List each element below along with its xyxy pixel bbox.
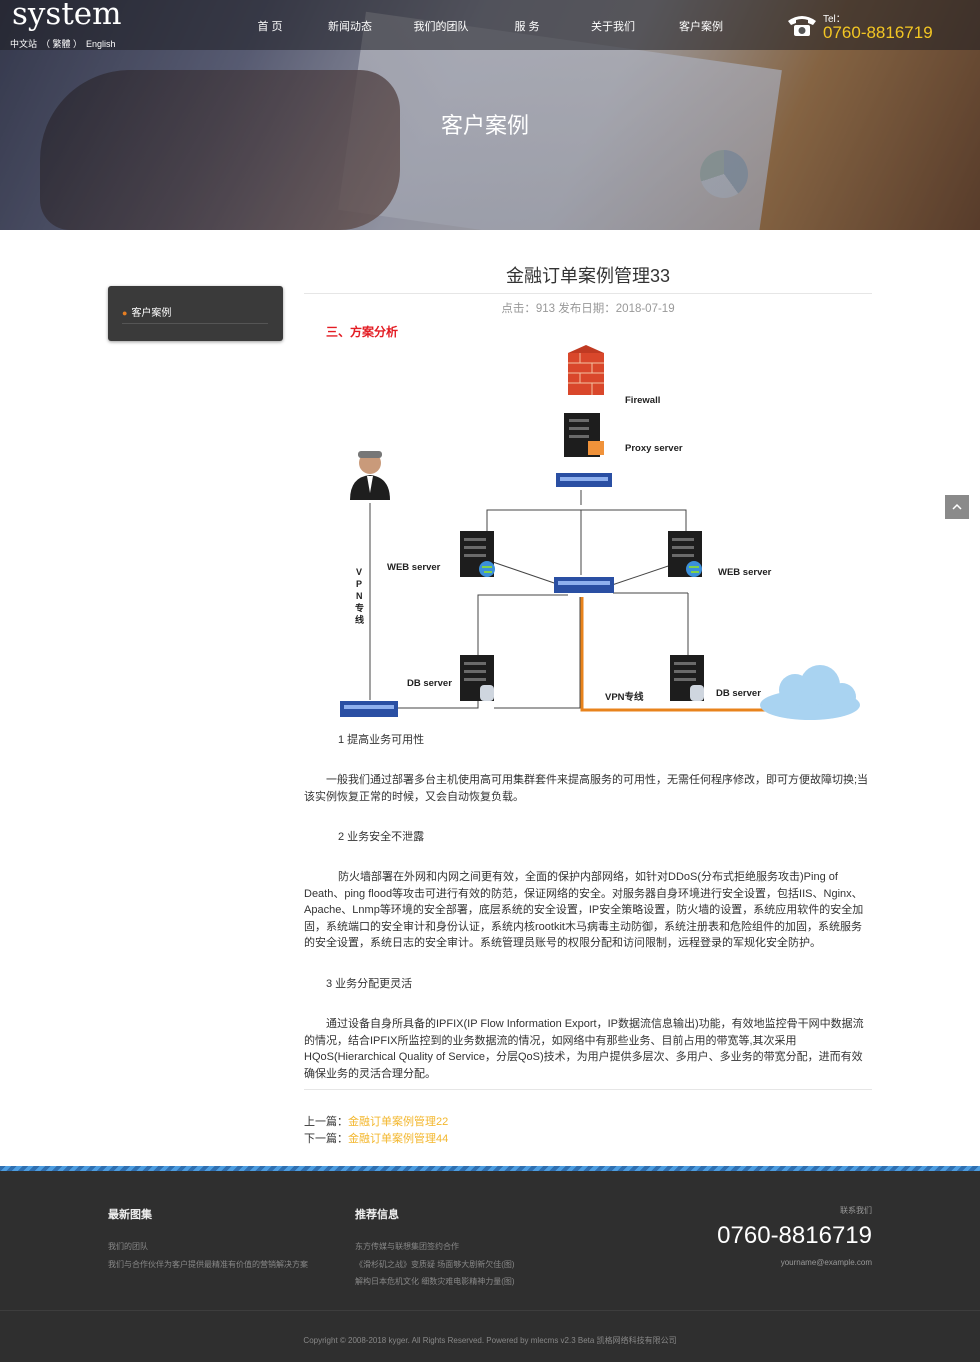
label-proxy: Proxy server	[625, 443, 683, 454]
footer-gallery-title: 最新图集	[108, 1209, 152, 1221]
article-meta: 点击：913 发布日期：2018-07-19	[501, 303, 675, 315]
cloud-icon	[760, 665, 860, 720]
lang-en[interactable]: English	[86, 39, 116, 49]
tel-label: Tel：	[823, 14, 846, 25]
nav-item-services[interactable]: 服 务	[514, 21, 540, 33]
footer-contact-label: 联系我们	[840, 1206, 872, 1215]
web-server-right-icon	[668, 531, 702, 577]
copyright: Copyright © 2008-2018 kyger. All Rights …	[303, 1336, 677, 1345]
nav-item-cases[interactable]: 客户案例	[679, 21, 723, 33]
prev-article: 上一篇：金融订单案例管理22	[304, 1116, 449, 1128]
nav-item-about[interactable]: 关于我们	[591, 21, 635, 33]
p3-heading: 3 业务分配更灵活	[326, 978, 413, 990]
bullet-icon: ●	[122, 308, 128, 318]
p3-body: 通过设备自身所具备的IPFIX(IP Flow Information Expo…	[304, 1018, 864, 1080]
footer-link[interactable]: 我们的团队	[108, 1242, 148, 1251]
divider	[304, 1089, 872, 1090]
hero-title: 客户案例	[440, 113, 529, 138]
next-article: 下一篇：金融订单案例管理44	[304, 1133, 449, 1145]
label-vpn-horizontal: VPN专线	[605, 691, 644, 703]
p2-heading: 2 业务安全不泄露	[338, 831, 425, 843]
phone-icon	[788, 16, 816, 36]
logo[interactable]: system	[12, 0, 122, 32]
prev-article-link[interactable]: 金融订单案例管理22	[348, 1116, 449, 1128]
label-firewall: Firewall	[625, 395, 660, 406]
footer	[0, 1166, 980, 1362]
footer-link[interactable]: 东方传媒与联想集团签约合作	[355, 1242, 459, 1251]
section-heading: 三、方案分析	[326, 325, 399, 339]
hero-pie-chart-image	[700, 150, 748, 198]
back-to-top-button[interactable]	[945, 495, 969, 519]
user-avatar-icon	[350, 451, 390, 500]
nav-item-news[interactable]: 新闻动态	[328, 21, 372, 33]
language-switcher: 中文站（ 繁體 ）English	[10, 37, 120, 50]
sidebar-menu: ●客户案例	[108, 286, 283, 341]
footer-link[interactable]: 解构日本危机文化 细数灾难电影精神力量(图)	[355, 1277, 515, 1286]
p1-heading: 1 提高业务可用性	[338, 734, 425, 746]
footer-phone: 0760-8816719	[717, 1222, 872, 1249]
next-article-link[interactable]: 金融订单案例管理44	[348, 1133, 449, 1145]
label-web-left: WEB server	[387, 562, 441, 573]
nav-item-team[interactable]: 我们的团队	[413, 21, 469, 33]
label-db-left: DB server	[407, 678, 452, 689]
footer-link[interactable]: 我们与合作伙伴为客户提供最精准有价值的营销解决方案	[108, 1260, 308, 1269]
web-server-left-icon	[460, 531, 495, 577]
main-nav: 首 页 新闻动态 我们的团队 服 务 关于我们 客户案例	[235, 0, 743, 50]
proxy-server-icon	[564, 413, 604, 457]
p1-body: 一般我们通过部署多台主机使用高可用集群套件来提高服务的可用性，无需任何程序修改，…	[304, 774, 869, 803]
label-web-right: WEB server	[718, 567, 772, 578]
p2-body: 防火墙部署在外网和内网之间更有效，全面的保护内部网络，如针对DDoS(分布式拒绝…	[304, 871, 864, 949]
db-server-left-icon	[460, 655, 494, 701]
db-server-right-icon	[670, 655, 704, 701]
footer-recommend-title: 推荐信息	[355, 1209, 399, 1221]
footer-link[interactable]: 《滑杉矶之战》变质疑 场面够大剧新欠佳(图)	[355, 1260, 515, 1269]
nav-item-home[interactable]: 首 页	[257, 21, 283, 33]
lang-cn[interactable]: 中文站	[10, 39, 38, 49]
top-bar: system 中文站（ 繁體 ）English 首 页 新闻动态 我们的团队 服…	[0, 0, 980, 50]
arrow-up-icon	[952, 503, 962, 510]
article-title: 金融订单案例管理33	[505, 266, 671, 286]
header-phone: 0760-8816719	[823, 23, 933, 42]
footer-email[interactable]: yourname@example.com	[780, 1258, 872, 1267]
label-db-right: DB server	[716, 688, 761, 699]
lang-tw[interactable]: （ 繁體 ）	[41, 39, 83, 49]
sidebar-item-cases[interactable]: ●客户案例	[122, 304, 268, 324]
firewall-icon	[568, 345, 604, 395]
divider	[304, 293, 872, 294]
hero-hand-image	[40, 70, 400, 230]
